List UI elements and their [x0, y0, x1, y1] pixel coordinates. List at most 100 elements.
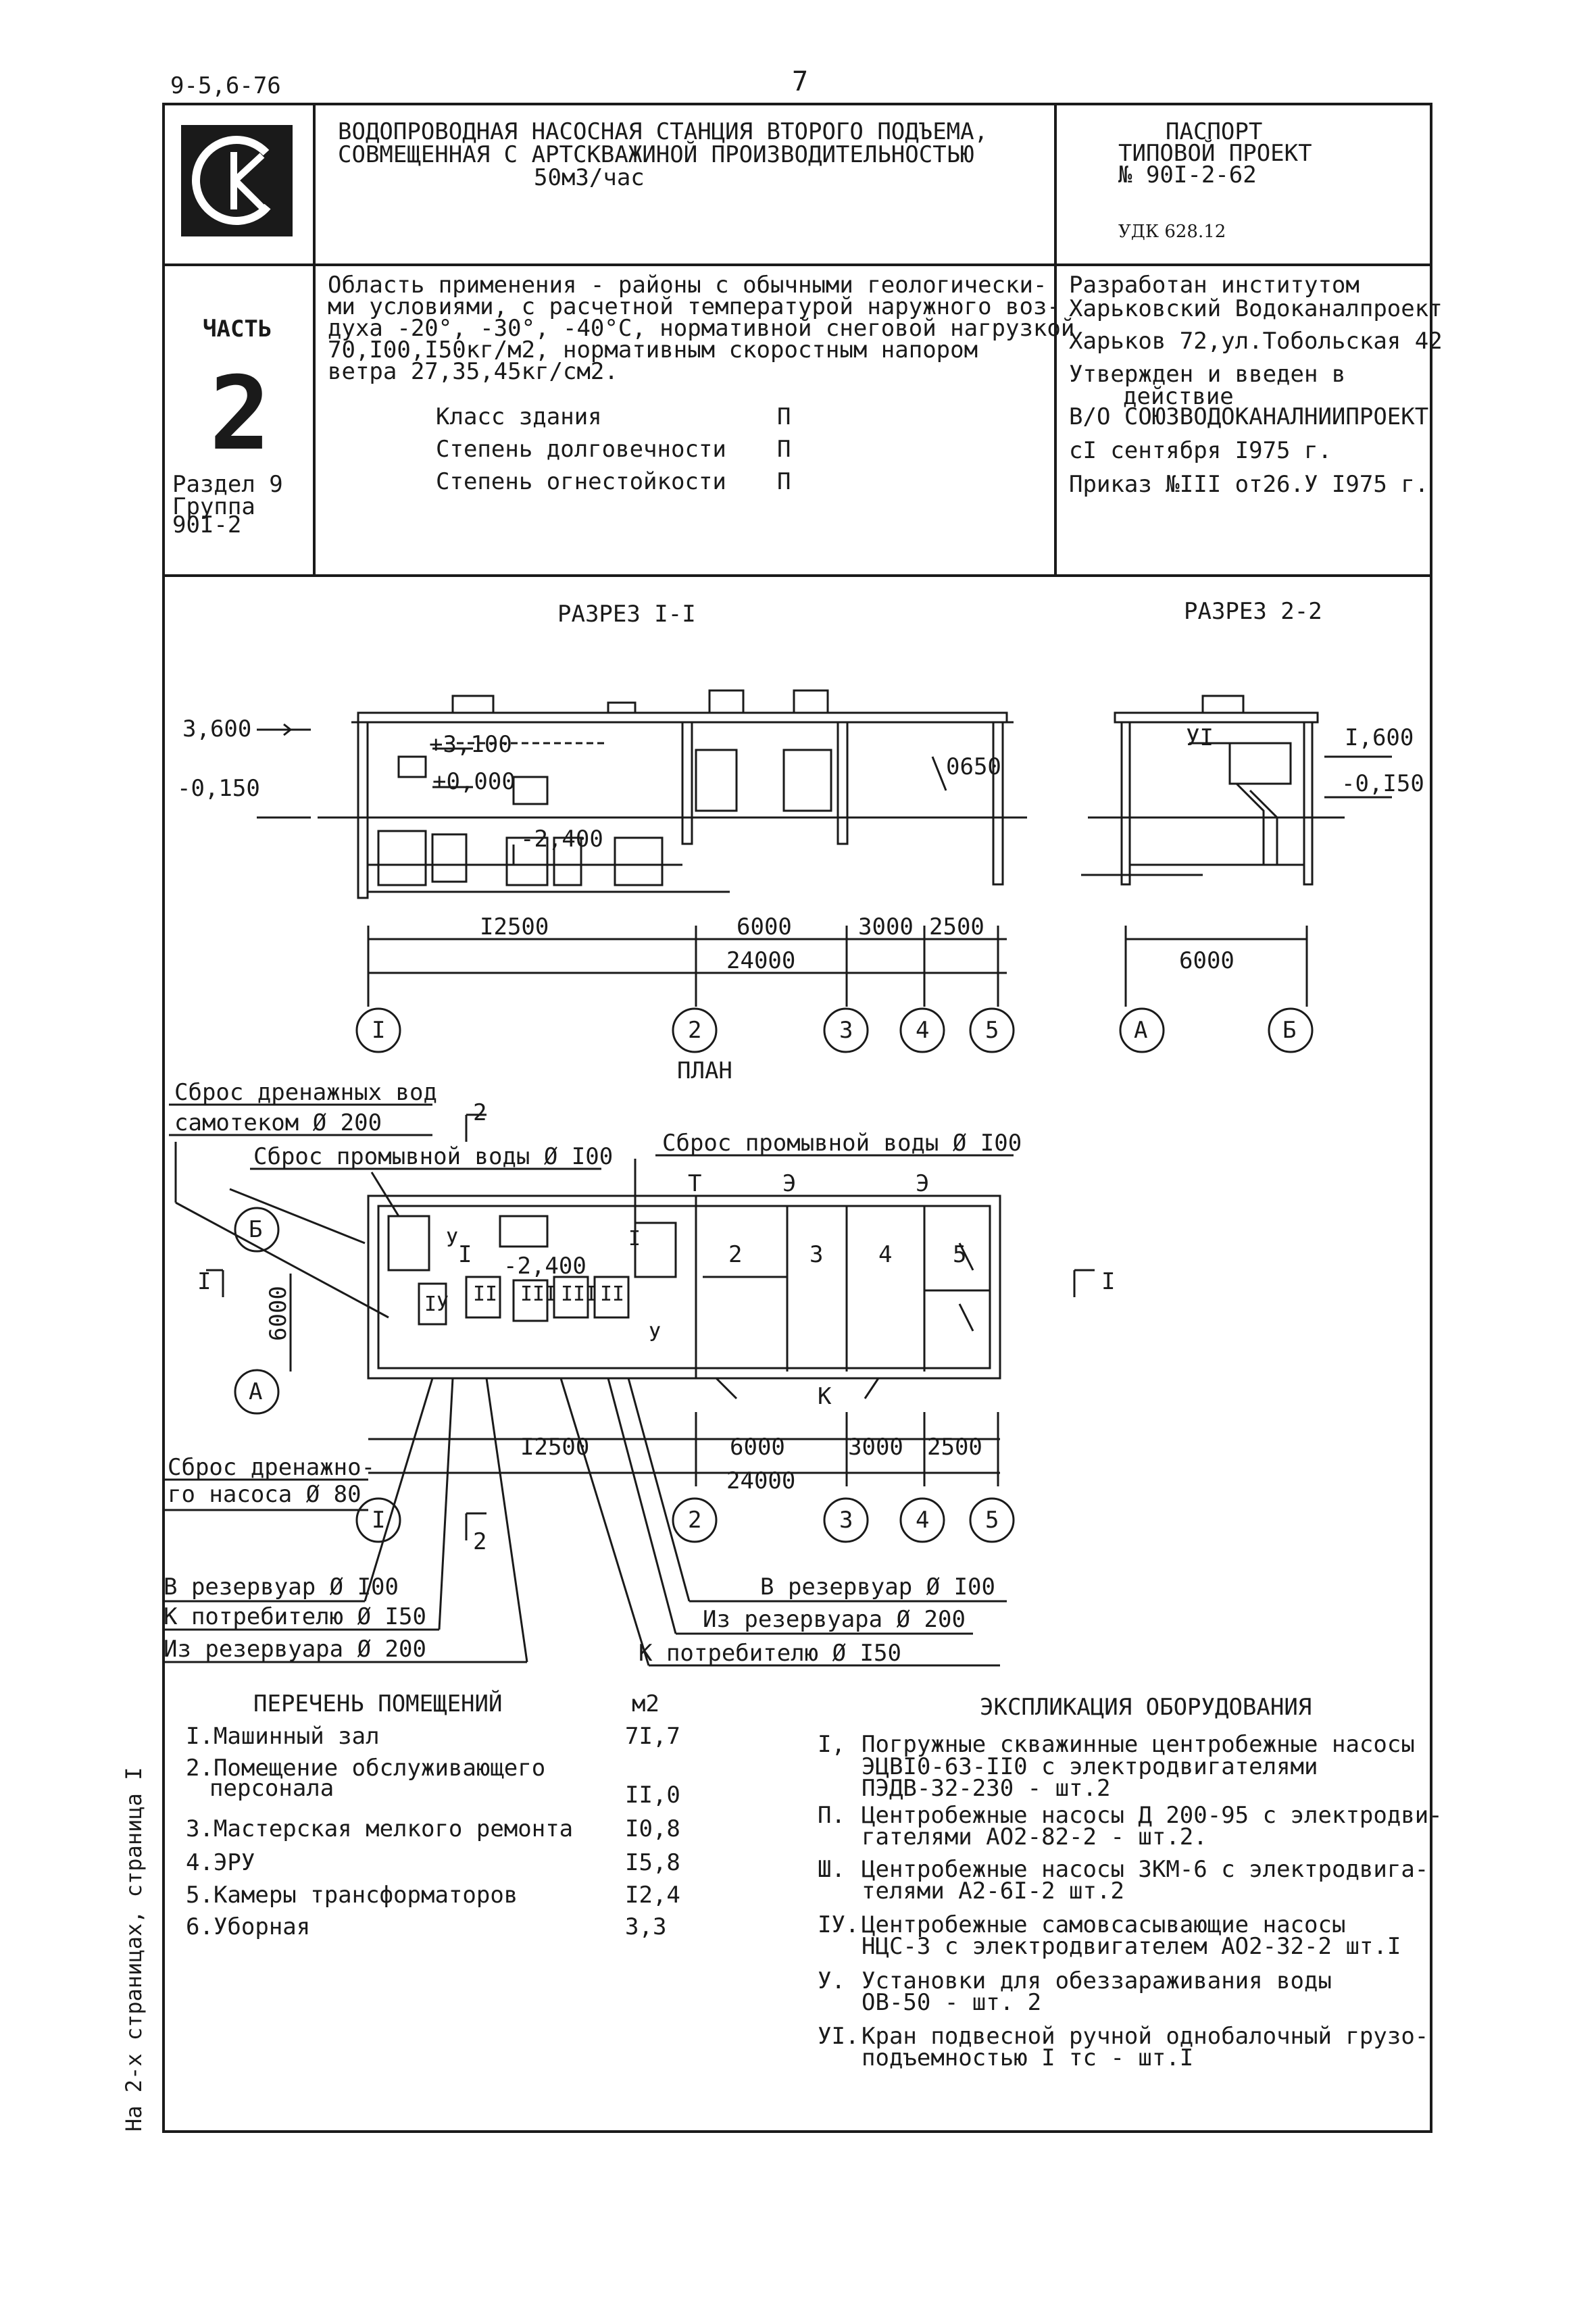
- s1-axis-3: 3: [839, 1017, 853, 1044]
- equipment-1-line-1: Погружные скважинные центробежные насосы: [862, 1731, 1415, 1758]
- info-row-divider: [162, 574, 1432, 577]
- plan-eq-3b: III: [561, 1282, 598, 1306]
- plan-callout-from-reservoir-right: Из резервуара Ø 200: [703, 1606, 966, 1633]
- s2-level-1600: I,600: [1345, 724, 1414, 751]
- equipment-1-line-2: ЭЦВI0-63-II0 с электродвигателями: [862, 1753, 1318, 1780]
- plan-dim-24000: 24000: [726, 1467, 796, 1494]
- s1-axis-4: 4: [916, 1017, 930, 1044]
- s2-dim-6000: 6000: [1179, 947, 1235, 974]
- developer-line-5: действие: [1123, 383, 1234, 410]
- plan-callout-pump-2: го насоса Ø 80: [168, 1481, 361, 1508]
- room-item-3-name: 3.Мастерская мелкого ремонта: [186, 1815, 574, 1842]
- room-item-3-area: I0,8: [625, 1815, 680, 1842]
- param-label-class: Класс здания: [436, 403, 602, 430]
- plan-dim-3000: 3000: [848, 1434, 903, 1461]
- passport-type: ТИПОВОЙ ПРОЕКТ: [1118, 140, 1312, 167]
- equipment-2-line-1: Центробежные насосы Д 200-95 с электродв…: [862, 1802, 1443, 1829]
- plan-room-1: I: [458, 1241, 472, 1268]
- plan-eq-2a: II: [473, 1282, 498, 1306]
- plan-axis-a: А: [249, 1378, 263, 1405]
- plan-eq-5a: У: [446, 1228, 459, 1252]
- plan-mark-e1: Э: [782, 1170, 797, 1197]
- room-item-6-area: 3,3: [625, 1913, 667, 1940]
- plan-mark-t: Т: [688, 1170, 702, 1197]
- equipment-5-line-2: ОВ-50 - шт. 2: [862, 1989, 1042, 2016]
- plan-eq-3a: III: [520, 1282, 557, 1306]
- room-item-4-area: I5,8: [625, 1849, 680, 1876]
- equipment-6-line-1: Кран подвесной ручной однобалочный грузо…: [862, 2023, 1429, 2050]
- equipment-5-line-1: Установки для обеззараживания воды: [862, 1967, 1332, 1994]
- left-col-divider: [313, 103, 316, 576]
- s1-level-3600: 3,600: [182, 715, 252, 743]
- plan-room-2: 2: [728, 1241, 743, 1268]
- part-number: 2: [209, 355, 271, 473]
- plan-eq-5b: У: [649, 1323, 662, 1347]
- plan-callout-to-consumer-left: К потребителю Ø I50: [164, 1603, 426, 1630]
- plan-axis-1: I: [372, 1507, 386, 1534]
- s1-dim-6000: 6000: [737, 913, 792, 940]
- plan-eq-2b: II: [600, 1282, 625, 1306]
- equipment-5-mark: У.: [818, 1967, 845, 1994]
- plan-eq-1: I: [628, 1227, 641, 1251]
- equipment-4-line-2: НЦС-3 с электродвигателем АО2-32-2 шт.I: [862, 1933, 1401, 1960]
- plan-title: ПЛАН: [677, 1057, 732, 1084]
- section-line-1: Раздел 9: [172, 471, 283, 498]
- plan-axis-2: 2: [688, 1507, 702, 1534]
- application-line-1: Область применения - районы с обычными г…: [328, 272, 1047, 299]
- s2-axis-b: Б: [1282, 1017, 1297, 1044]
- passport-title: ПАСПОРТ: [1166, 118, 1263, 145]
- project-title-line-1: ВОДОПРОВОДНАЯ НАСОСНАЯ СТАНЦИЯ ВТОРОГО П…: [338, 118, 989, 145]
- room-item-4-name: 4.ЭРУ: [186, 1849, 255, 1876]
- plan-callout-wash-left: Сброс промывной воды Ø I00: [253, 1143, 614, 1170]
- page-frame: [162, 103, 1432, 2133]
- s1-level-minus2400: -2,400: [520, 826, 603, 853]
- side-note: На 2-х страницах, страница I: [121, 1767, 147, 2132]
- page-number: 7: [792, 66, 809, 97]
- plan-dim-6000: 6000: [730, 1434, 785, 1461]
- plan-dim-12500: I2500: [520, 1434, 590, 1461]
- equipment-6-mark: УI.: [818, 2023, 859, 2050]
- application-line-5: ветра 27,35,45кг/см2.: [328, 358, 618, 385]
- plan-axis-5: 5: [985, 1507, 999, 1534]
- developer-line-4: Утвержден и введен в: [1069, 361, 1346, 388]
- param-value-fire: П: [777, 468, 791, 495]
- plan-axis-b: Б: [249, 1216, 263, 1243]
- s1-level-minus0150: -0,150: [177, 775, 260, 802]
- developer-line-2: Харьковский Водоканалпроект: [1069, 295, 1443, 322]
- param-label-durability: Степень долговечности: [436, 436, 726, 463]
- s2-axis-a: А: [1134, 1017, 1148, 1044]
- s1-level-0650: 0650: [946, 753, 1001, 780]
- equipment-3-mark: Ш.: [818, 1856, 845, 1883]
- plan-callout-wash-right: Сброс промывной воды Ø I00: [662, 1130, 1022, 1157]
- s1-dim-2500: 2500: [929, 913, 984, 940]
- s1-axis-2: 2: [688, 1017, 702, 1044]
- plan-eq-4: IУ: [424, 1292, 449, 1316]
- room-item-1-name: I.Машинный зал: [186, 1723, 380, 1750]
- s1-level-0000: +0,000: [432, 768, 516, 795]
- s1-dim-3000: 3000: [858, 913, 914, 940]
- plan-room-4: 4: [878, 1241, 893, 1268]
- plan-callout-from-reservoir-left: Из резервуара Ø 200: [164, 1636, 426, 1663]
- equipment-1-line-3: ПЭДВ-32-230 - шт.2: [862, 1775, 1111, 1802]
- application-line-2: ми условиями, с расчетной температурой н…: [328, 293, 1061, 320]
- project-title-line-3: 50м3/час: [534, 164, 645, 191]
- plan-callout-to-reservoir-right: В резервуар Ø I00: [760, 1574, 995, 1601]
- section2-building: [1081, 695, 1392, 1053]
- application-line-3: духа -20°, -30°, -40°С, нормативной снег…: [328, 315, 1075, 342]
- room-item-2-area: II,0: [625, 1782, 680, 1809]
- plan-dim-6000-vertical: 6000: [265, 1286, 292, 1341]
- plan-callout-to-reservoir-left: В резервуар Ø I00: [164, 1574, 399, 1601]
- plan-door-mark: К: [818, 1383, 832, 1410]
- project-title-line-2: СОВМЕЩЕННАЯ С АРТСКВАЖИНОЙ ПРОИЗВОДИТЕЛЬ…: [338, 141, 974, 168]
- developer-line-6: В/О СОЮЗВОДОКАНАЛНИИПРОЕКТ: [1069, 403, 1429, 430]
- plan-mark-e2: Э: [916, 1170, 930, 1197]
- developer-line-1: Разработан институтом: [1069, 272, 1360, 299]
- room-item-1-area: 7I,7: [625, 1723, 680, 1750]
- part-label: ЧАСТЬ: [203, 316, 272, 343]
- s1-axis-1: I: [372, 1017, 386, 1044]
- equipment-3-line-2: телями А2-6I-2 шт.2: [862, 1878, 1124, 1905]
- plan-room-3: 3: [809, 1241, 824, 1268]
- doc-code: 9-5,6-76: [170, 72, 281, 99]
- s1-dim-24000: 24000: [726, 947, 796, 974]
- s2-level-minus0150: -0,I50: [1341, 770, 1424, 797]
